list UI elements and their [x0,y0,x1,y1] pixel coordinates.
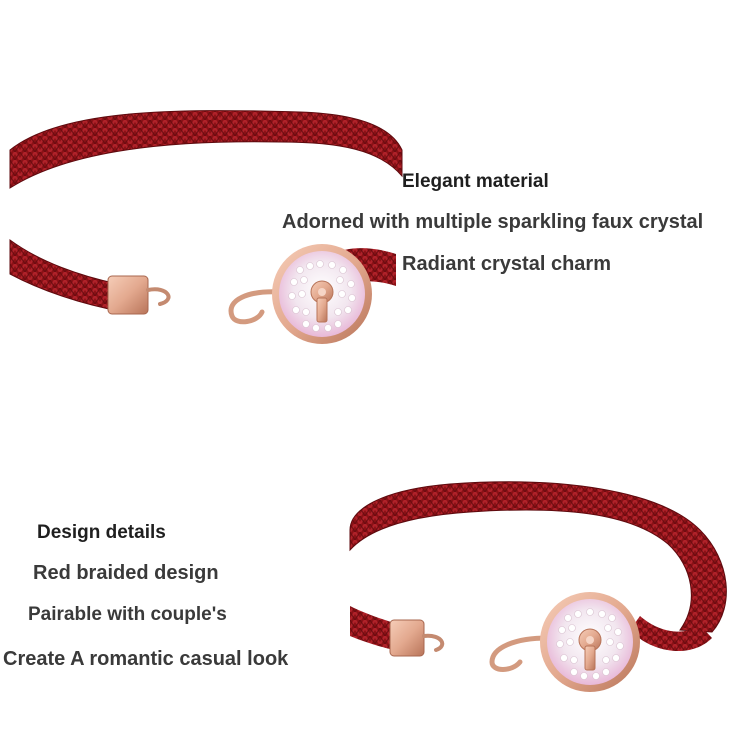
top-feature-line-1: Adorned with multiple sparkling faux cry… [282,211,704,233]
top-feature-line-2: Radiant crystal charm [402,253,611,275]
top-product-panel: Elegant material Adorned with multiple s… [9,110,704,344]
braided-cord-lower [9,239,125,313]
bottom-feature-line-2: Pairable with couple's [28,604,227,625]
hook-clasp-icon [489,635,551,672]
bottom-feature-line-3: Create A romantic casual look [3,648,289,670]
bottom-product-panel: Design details Red braided design Pairab… [0,380,750,737]
top-feature-heading: Elegant material [402,171,549,192]
bracelet-photo-top [9,110,403,344]
lock-charm-icon [272,244,372,344]
bottom-feature-line-1: Red braided design [33,562,219,584]
hook-clasp-icon [228,289,285,325]
bottom-feature-heading: Design details [37,522,166,543]
braided-cord [9,110,403,189]
lock-charm-icon [540,592,640,692]
end-cap [107,275,171,315]
end-cap [389,619,445,657]
braided-cord [349,481,727,633]
bracelet-photo-bottom [349,481,727,692]
